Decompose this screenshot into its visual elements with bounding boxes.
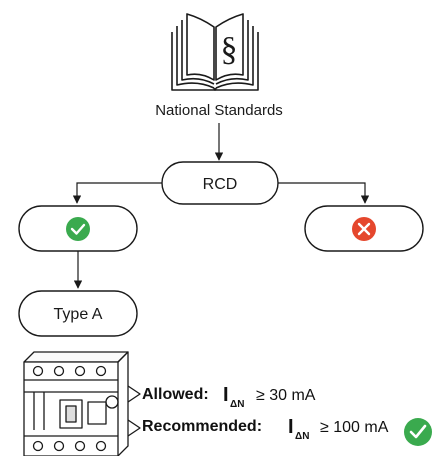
check-circle-icon: [66, 217, 90, 241]
type-node: Type A: [18, 290, 138, 337]
rule-recommended: Recommended: I ΔN ≥ 100 mA: [142, 416, 432, 446]
section-sign-icon: §: [221, 31, 238, 68]
rule-allowed-symbol: I: [223, 384, 229, 406]
allowed-node: [18, 205, 138, 252]
rule-allowed-subscript: ΔN: [230, 399, 244, 410]
type-label: Type A: [54, 306, 103, 323]
cross-circle-icon: [352, 217, 376, 241]
rcd-label: RCD: [203, 176, 238, 193]
rule-allowed-prefix: Allowed:: [142, 386, 209, 403]
standards-label: National Standards: [155, 102, 283, 119]
rcd-node: RCD: [161, 161, 279, 205]
recommended-check-icon: [404, 418, 432, 446]
forbidden-node: [304, 205, 424, 252]
rule-allowed-relation: ≥ 30 mA: [256, 387, 316, 404]
rule-recommended-relation: ≥ 100 mA: [320, 419, 389, 436]
arrow-rcd-to-allowed: [72, 182, 162, 204]
rule-recommended-subscript: ΔN: [295, 431, 309, 442]
rule-allowed: Allowed: I ΔN ≥ 30 mA: [142, 384, 316, 410]
rule-recommended-symbol: I: [288, 416, 294, 438]
rcd-device-illustration: [23, 351, 141, 456]
rule-recommended-prefix: Recommended:: [142, 418, 262, 435]
arrow-rcd-to-forbidden: [278, 182, 370, 204]
law-book-icon: [171, 13, 259, 91]
